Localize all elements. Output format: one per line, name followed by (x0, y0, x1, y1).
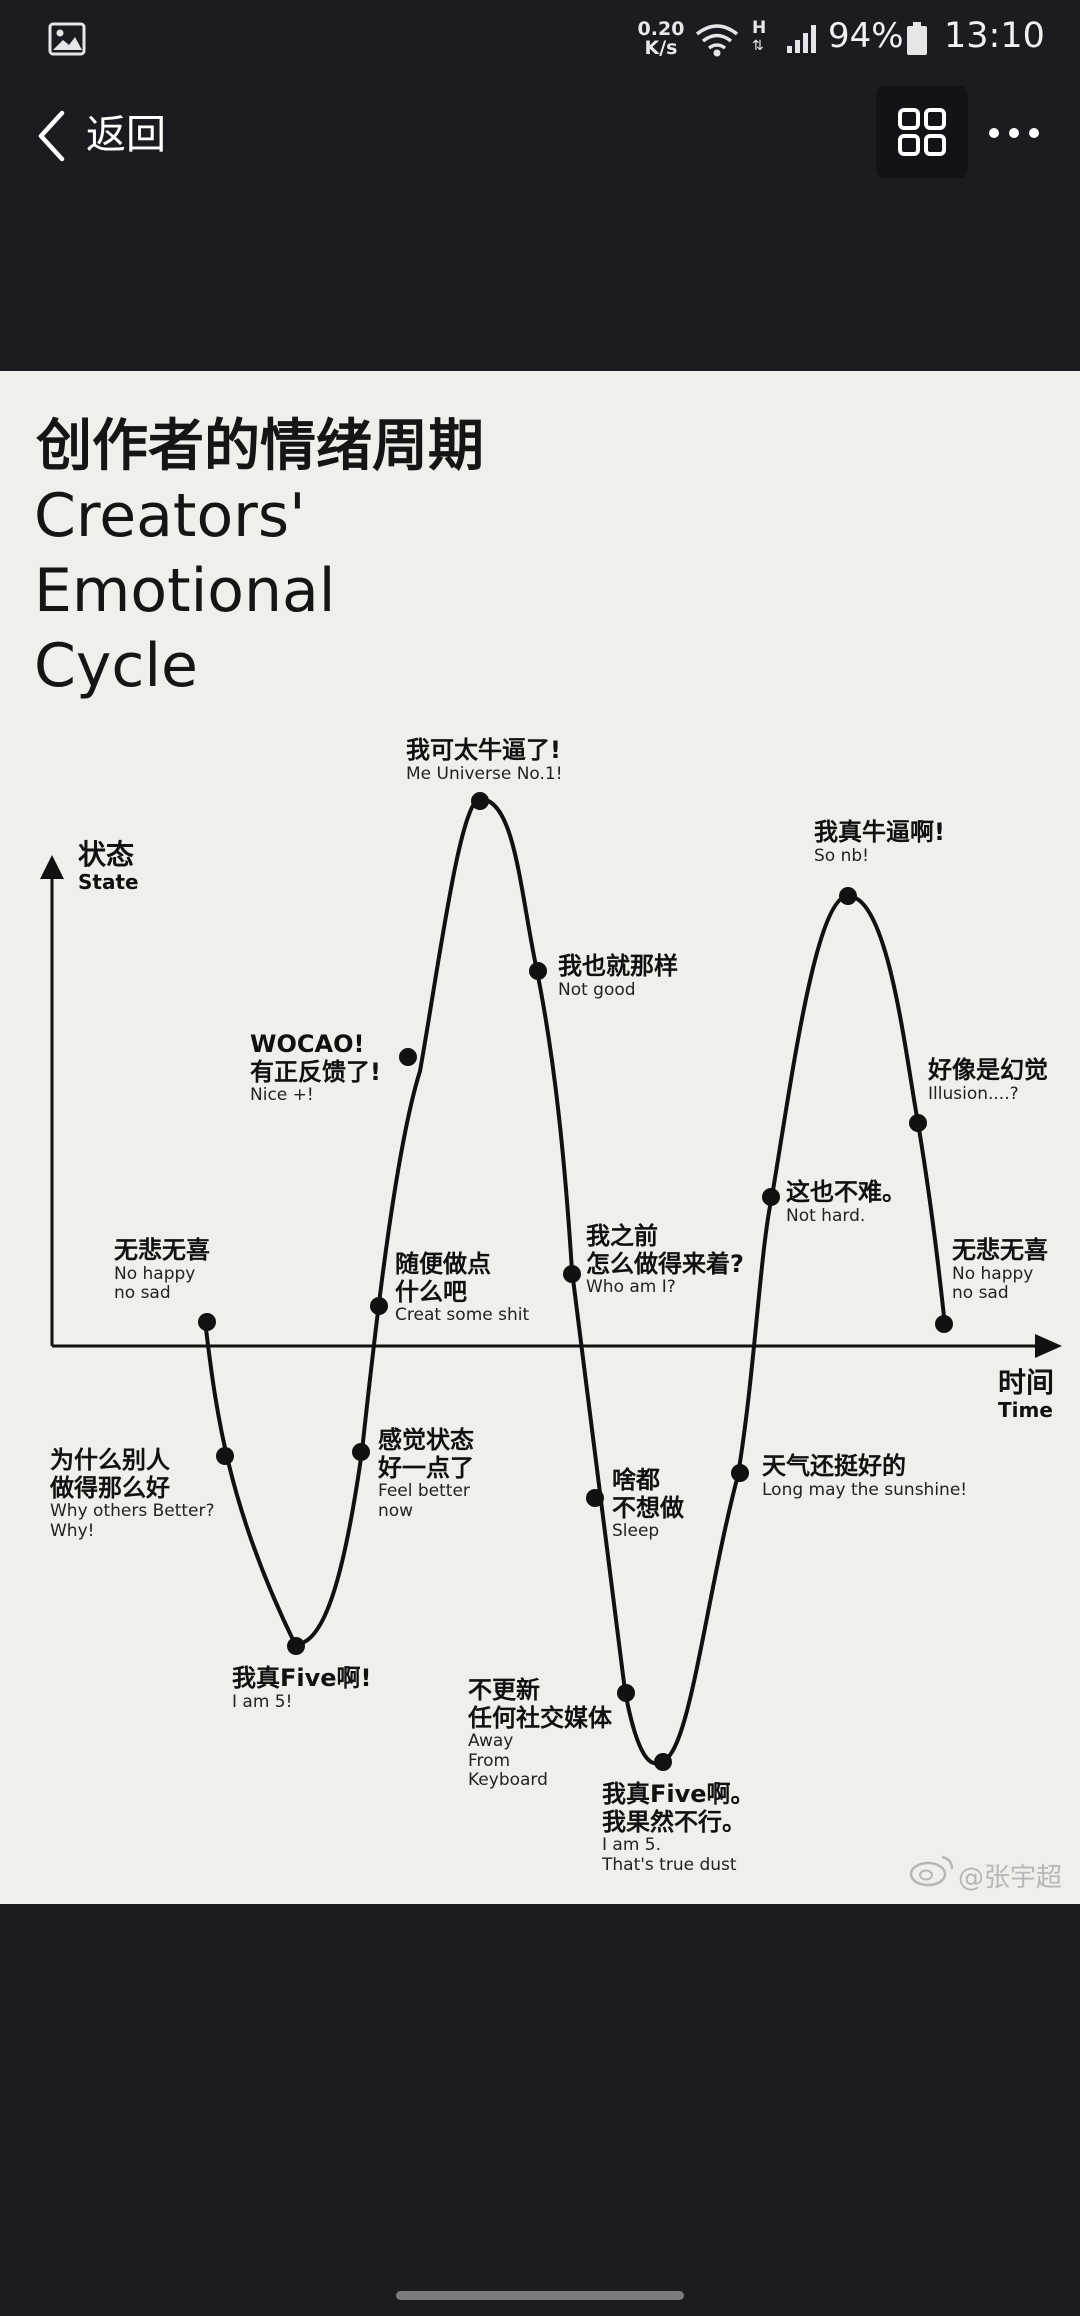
point-afk (617, 1684, 635, 1702)
y-axis-label-cn: 状态 (78, 838, 135, 871)
grid-icon (898, 108, 946, 156)
x-axis-arrow (1035, 1334, 1062, 1358)
image-title-en: Creators' Emotional Cycle (34, 481, 336, 701)
label-illusion: 好像是幻觉 Illusion....? (928, 1056, 1048, 1104)
point-neutral-start (198, 1313, 216, 1331)
label-who-am-i: 我之前 怎么做得来着? Who am I? (586, 1222, 744, 1298)
point-why-others (216, 1447, 234, 1465)
point-true-dust (654, 1753, 672, 1771)
x-axis-label-en: Time (998, 1398, 1053, 1423)
point-so-nb (839, 887, 857, 905)
battery-percent: 94% (828, 16, 904, 56)
label-afk: 不更新 任何社交媒体 Away From Keyboard (468, 1676, 612, 1791)
chevron-left-icon (38, 110, 65, 162)
x-axis-label: 时间 Time (998, 1366, 1055, 1423)
point-not-good (529, 962, 547, 980)
label-universe: 我可太牛逼了! Me Universe No.1! (406, 736, 563, 784)
point-sleep (586, 1489, 604, 1507)
y-axis-label: 状态 State (78, 838, 139, 895)
point-illusion (909, 1114, 927, 1132)
label-neutral-end: 无悲无喜 No happy no sad (952, 1236, 1048, 1304)
grid-view-button[interactable] (876, 86, 968, 178)
network-speed: 0.20 K/s (637, 18, 685, 59)
label-neutral-start: 无悲无喜 No happy no sad (114, 1236, 210, 1304)
point-creat (370, 1297, 388, 1315)
home-indicator[interactable] (396, 2291, 684, 2300)
image-watermark: @张宇超 (958, 1863, 1063, 1893)
status-bar: 0.20 K/s H ⇅ 94% 13:10 (0, 0, 1080, 80)
emotion-curve (203, 796, 947, 1766)
back-label: 返回 (86, 112, 166, 158)
label-wocao: WOCAO! 有正反馈了! Nice +! (250, 1030, 381, 1106)
more-dots-icon[interactable] (984, 106, 1044, 160)
label-feel-better: 感觉状态 好一点了 Feel better now (378, 1426, 474, 1521)
x-axis-label-cn: 时间 (998, 1366, 1055, 1399)
data-arrows-icon: ⇅ (752, 38, 764, 54)
battery-icon (907, 22, 927, 55)
point-not-hard (762, 1188, 780, 1206)
point-wocao (399, 1048, 417, 1066)
network-type: H (752, 18, 767, 38)
point-neutral-end (935, 1315, 953, 1333)
back-button[interactable]: 返回 (30, 102, 200, 168)
point-who-am-i (563, 1265, 581, 1283)
signal-icon (787, 25, 816, 53)
gallery-icon (48, 22, 86, 56)
y-axis-arrow (40, 855, 64, 879)
label-sunshine: 天气还挺好的 Long may the sunshine! (762, 1452, 968, 1500)
label-true-dust: 我真Five啊。 我果然不行。 I am 5. That's true dust (602, 1780, 755, 1875)
top-nav-bar: 返回 (0, 80, 1080, 190)
point-feel-better (352, 1443, 370, 1461)
clock: 13:10 (944, 16, 1045, 56)
label-i-am-5: 我真Five啊! I am 5! (232, 1664, 372, 1712)
label-why-others: 为什么别人 做得那么好 Why others Better? Why! (50, 1446, 215, 1541)
y-axis-label-en: State (78, 870, 139, 895)
label-sleep: 啥都 不想做 Sleep (612, 1466, 684, 1542)
point-universe (471, 792, 489, 810)
point-i-am-5 (287, 1637, 305, 1655)
point-sunshine (731, 1464, 749, 1482)
label-not-hard: 这也不难。 Not hard. (786, 1178, 906, 1226)
wifi-icon (695, 24, 739, 57)
label-so-nb: 我真牛逼啊! So nb! (814, 818, 945, 866)
label-not-good: 我也就那样 Not good (558, 952, 678, 1000)
viewed-image[interactable]: 创作者的情绪周期 Creators' Emotional Cycle 状态 St… (0, 371, 1080, 1904)
cycle-diagram (40, 792, 1062, 1771)
weibo-logo-icon (909, 1855, 954, 1887)
label-creat: 随便做点 什么吧 Creat some shit (395, 1250, 530, 1326)
image-title-cn: 创作者的情绪周期 (36, 414, 484, 479)
